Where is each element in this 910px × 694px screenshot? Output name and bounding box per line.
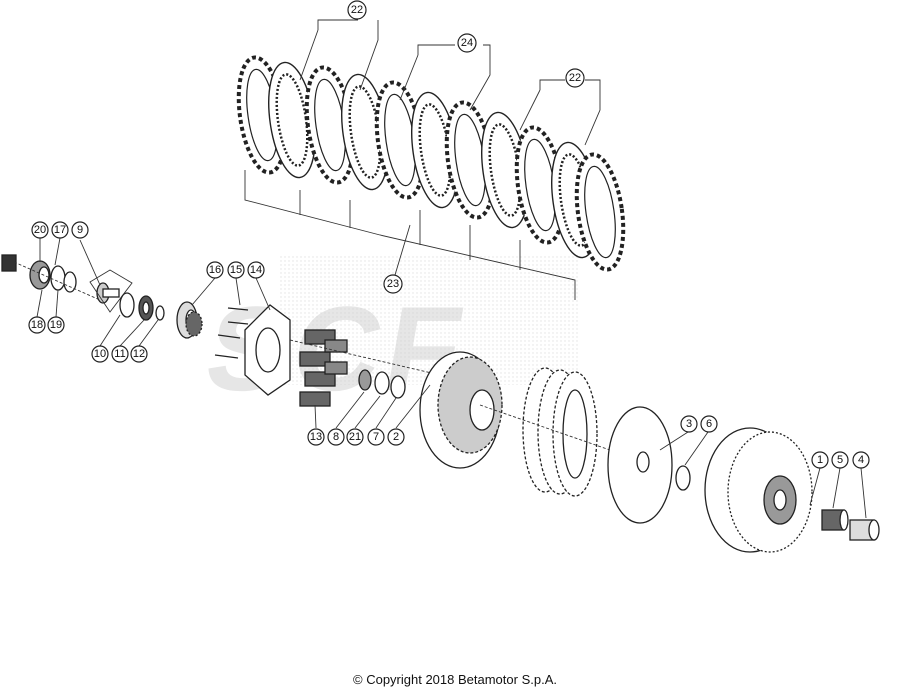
callout-label: 13 [310,431,322,443]
callout-24: 24 [457,33,477,53]
callout-6: 6 [700,415,718,433]
needle-bearing [821,509,849,531]
callout-8: 8 [327,428,345,446]
callout-22-right: 22 [565,68,585,88]
callout-2: 2 [387,428,405,446]
callout-label: 20 [34,224,46,236]
callout-19: 19 [47,316,65,334]
callout-16: 16 [206,261,224,279]
clutch-plate [374,80,426,200]
callout-label: 9 [77,224,83,236]
callout-label: 22 [351,4,363,16]
pushrod-piece [89,269,133,313]
callout-7: 7 [367,428,385,446]
callout-17: 17 [51,221,69,239]
callout-label: 4 [858,454,864,466]
callout-label: 22 [569,72,581,84]
callout-14: 14 [247,261,265,279]
callout-label: 18 [31,319,43,331]
clutch-pack [522,367,598,497]
clutch-plate [514,125,566,245]
callout-9: 9 [71,221,89,239]
callout-label: 7 [373,431,379,443]
callout-5: 5 [831,451,849,469]
callout-20: 20 [31,221,49,239]
copyright-notice: © Copyright 2018 Betamotor S.p.A. [353,672,557,687]
inner-clutch-hub [419,351,503,469]
callout-15: 15 [227,261,245,279]
clutch-disc-row [236,19,626,300]
washer-stack [358,369,406,399]
callout-label: 23 [387,278,399,290]
clutch-plate [574,152,626,272]
callout-label: 1 [817,454,823,466]
callout-11: 11 [111,345,129,363]
callout-4: 4 [852,451,870,469]
callout-label: 2 [393,431,399,443]
callout-label: 6 [706,418,712,430]
callout-label: 24 [461,37,473,49]
spacer-bush [849,519,880,541]
callout-13: 13 [307,428,325,446]
callout-22-top: 22 [347,0,367,20]
callout-label: 14 [250,264,262,276]
callout-label: 16 [209,264,221,276]
callout-label: 5 [837,454,843,466]
callout-23: 23 [383,274,403,294]
callout-label: 15 [230,264,242,276]
bearing-assembly [29,260,77,293]
lock-nut-part [1,254,17,272]
callout-label: 8 [333,431,339,443]
thrust-washer [675,465,691,491]
callout-label: 19 [50,319,62,331]
pressure-plate [244,304,291,396]
clutch-basket [704,427,813,553]
callout-10: 10 [91,345,109,363]
callout-3: 3 [680,415,698,433]
callout-label: 17 [54,224,66,236]
leader-lines [36,237,867,519]
bolt-set [214,307,249,359]
pressure-bearing [176,301,203,339]
callout-label: 11 [114,348,125,360]
washer-set [119,292,165,321]
callout-label: 12 [133,348,145,360]
callout-12: 12 [130,345,148,363]
callout-1: 1 [811,451,829,469]
backing-plate [607,406,673,524]
clutch-springs [299,329,348,407]
callout-21: 21 [346,428,364,446]
callout-label: 3 [686,418,692,430]
callout-label: 21 [349,431,361,443]
callout-18: 18 [28,316,46,334]
callout-label: 10 [94,348,106,360]
